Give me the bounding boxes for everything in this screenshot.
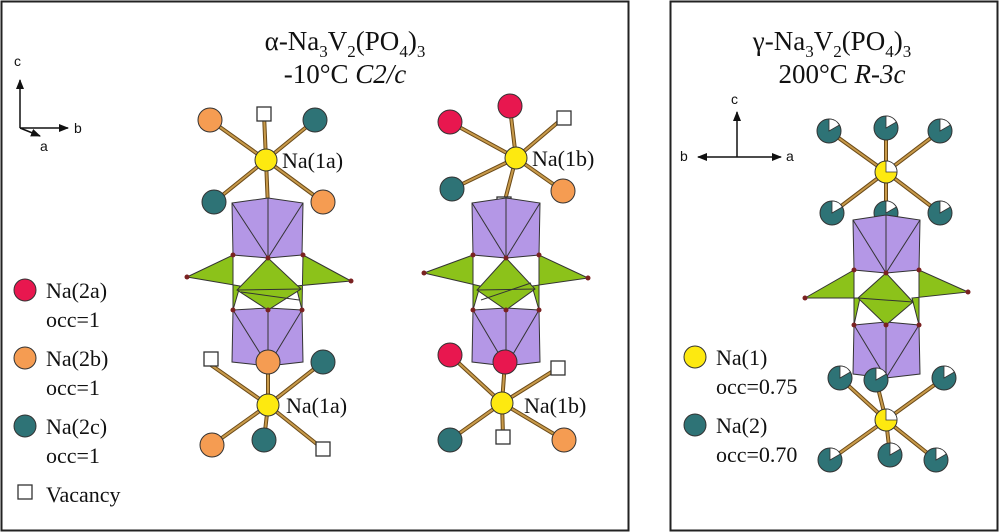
- na2c-atom: [439, 176, 465, 202]
- vacancy-square: [550, 360, 566, 376]
- vacancy-square: [315, 441, 331, 457]
- alpha-axis-triad: c b a: [14, 53, 82, 154]
- oxygen-dots: [802, 267, 971, 328]
- legend-na1-label: Na(1): [716, 345, 767, 370]
- gamma-axis-triad: c b a: [680, 91, 794, 164]
- na2a-atom: [497, 93, 523, 119]
- po4-tetrahedra: [803, 269, 970, 326]
- na2b-atom: [199, 432, 225, 458]
- legend-na1-swatch: [683, 345, 707, 369]
- po4-tetrahedra: [185, 254, 353, 311]
- na2c-atom: [201, 189, 227, 215]
- legend-na2-swatch: [683, 413, 707, 437]
- na2a-atom: [437, 109, 463, 135]
- alpha-title-conditions: -10°C C2/c: [284, 59, 407, 89]
- na2c-atom: [437, 427, 463, 453]
- na2-partial-atoms-bottom: [817, 365, 957, 473]
- na1b-bottom-label: Na(1b): [524, 393, 586, 418]
- na2c-atom: [310, 349, 336, 375]
- vacancy-square: [556, 110, 572, 126]
- na2a-atom: [492, 349, 518, 375]
- legend-na2b-label: Na(2b): [46, 346, 108, 371]
- legend-na2b-occ: occ=1: [46, 375, 100, 400]
- alpha-legend: Na(2a) occ=1 Na(2b) occ=1 Na(2c) occ=1 V…: [13, 278, 121, 507]
- alpha-left-column: Na(1a): [184, 106, 354, 458]
- na2b-atom: [255, 349, 281, 375]
- legend-na2a-swatch: [13, 278, 37, 302]
- legend-na2-label: Na(2): [716, 413, 767, 438]
- na2c-atom: [251, 427, 277, 453]
- legend-vacancy-label: Vacancy: [46, 482, 121, 507]
- gamma-c-axis-label: c: [731, 91, 738, 107]
- legend-na2a-label: Na(2a): [46, 278, 107, 303]
- vacancy-square: [495, 429, 511, 445]
- gamma-a-axis-label: a: [786, 148, 794, 164]
- na1b-atom: [490, 391, 514, 415]
- na2a-atom: [437, 342, 463, 368]
- vacancy-square: [203, 351, 219, 367]
- alpha-right-column: Na(1b): [421, 93, 594, 453]
- alpha-title-formula: α-Na3V2(PO4)3: [265, 26, 426, 61]
- na1a-atom: [256, 393, 280, 417]
- legend-na2a-occ: occ=1: [46, 307, 100, 332]
- legend-na2-occ: occ=0.70: [716, 442, 797, 467]
- oxygen-dots: [184, 252, 354, 313]
- legend-na2c-swatch: [13, 414, 37, 438]
- vo6-octahedra: [852, 214, 921, 379]
- alpha-b-axis-label: b: [74, 120, 82, 136]
- oxygen-dots: [421, 252, 591, 313]
- alpha-panel-frame: [0, 0, 630, 532]
- na1a-bottom-label: Na(1a): [286, 393, 347, 418]
- na1-partial-atom-bottom: [874, 408, 898, 432]
- gamma-title-conditions: 200°C R-3c: [778, 59, 905, 89]
- legend-na1-occ: occ=0.75: [716, 374, 797, 399]
- na2b-atom: [551, 427, 577, 453]
- na1a-atom: [254, 148, 278, 172]
- legend-na2b-swatch: [13, 346, 37, 370]
- na2b-atom: [197, 107, 223, 133]
- legend-vacancy-swatch: [17, 484, 33, 500]
- gamma-legend: Na(1) occ=0.75 Na(2) occ=0.70: [683, 345, 797, 467]
- na2b-atom: [310, 189, 336, 215]
- na1a-top-label: Na(1a): [282, 148, 343, 173]
- legend-na2c-occ: occ=1: [46, 443, 100, 468]
- alpha-c-axis-label: c: [14, 53, 21, 69]
- alpha-a-axis-label: a: [40, 138, 48, 154]
- na1b-atom: [504, 146, 528, 170]
- gamma-panel-frame: [669, 0, 999, 532]
- gamma-title-formula: γ-Na3V2(PO4)3: [752, 26, 911, 61]
- legend-na2c-label: Na(2c): [46, 414, 107, 439]
- na1-partial-atom-top: [874, 160, 898, 184]
- na2b-atom: [550, 178, 576, 204]
- po4-tetrahedra: [422, 254, 590, 311]
- gamma-column: [802, 115, 971, 473]
- na2c-atom: [302, 107, 328, 133]
- na1b-top-label: Na(1b): [532, 146, 594, 171]
- alpha-a-axis-arrow: [19, 127, 41, 137]
- vacancy-square: [256, 106, 272, 122]
- gamma-b-axis-label: b: [680, 148, 688, 164]
